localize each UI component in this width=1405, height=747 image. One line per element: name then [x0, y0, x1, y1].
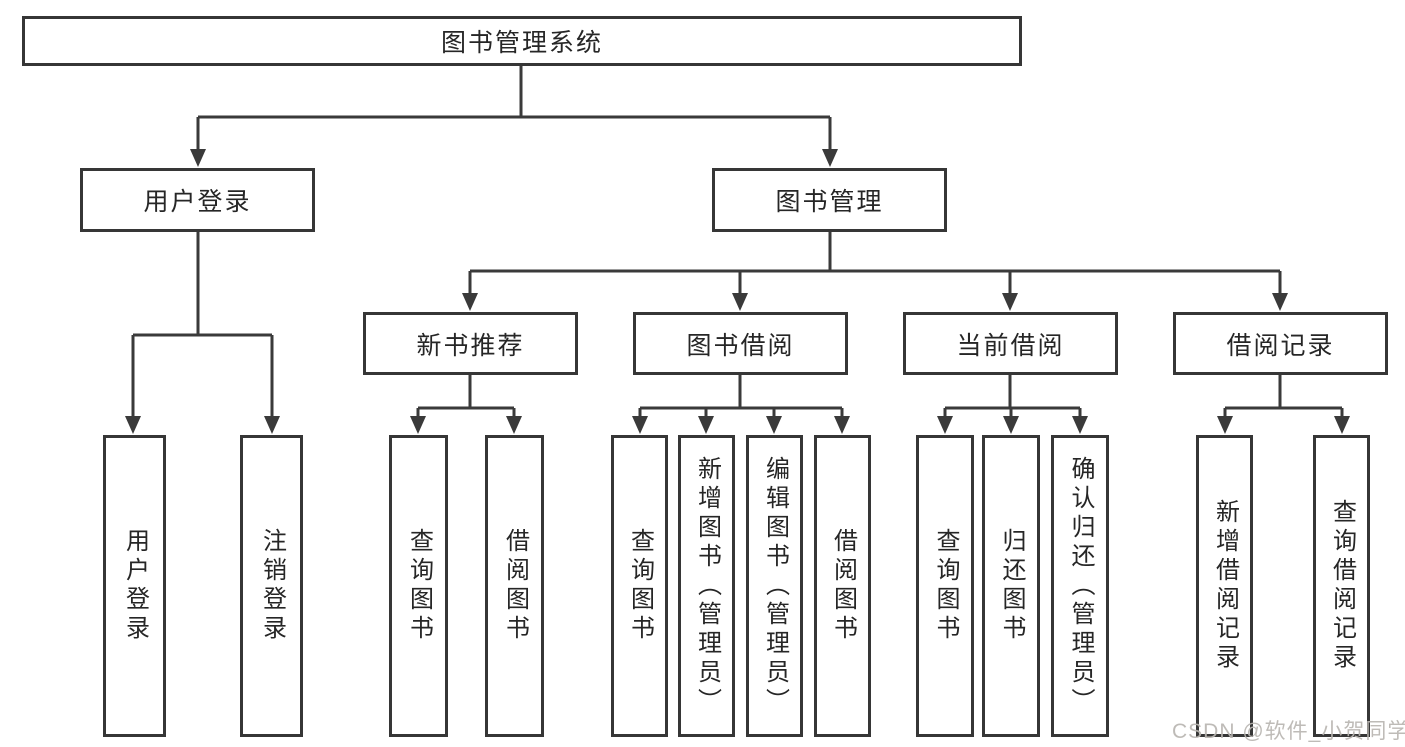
leaf-return-books: 归还图书 [982, 435, 1040, 737]
node-book-management: 图书管理 [712, 168, 947, 232]
leaf-user-login: 用户登录 [103, 435, 166, 737]
leaf-query-borrow-record: 查询借阅记录 [1313, 435, 1370, 737]
leaf-add-borrow-record: 新增借阅记录 [1196, 435, 1253, 737]
leaf-logout: 注销登录 [240, 435, 303, 737]
node-root: 图书管理系统 [22, 16, 1022, 66]
node-current-borrow: 当前借阅 [903, 312, 1118, 375]
node-borrow-record: 借阅记录 [1173, 312, 1388, 375]
leaf-edit-books-admin: 编辑图书（管理员） [746, 435, 803, 737]
csdn-watermark: CSDN @软件_小贺同学 [1172, 720, 1405, 743]
leaf-confirm-return-admin: 确认归还（管理员） [1051, 435, 1109, 737]
leaf-borrow-books-borrow: 借阅图书 [814, 435, 871, 737]
node-user-login: 用户登录 [80, 168, 315, 232]
leaf-query-books-borrow: 查询图书 [611, 435, 668, 737]
node-book-borrow: 图书借阅 [633, 312, 848, 375]
leaf-borrow-books-newrec: 借阅图书 [485, 435, 544, 737]
node-new-book-recommend: 新书推荐 [363, 312, 578, 375]
leaf-query-books-current: 查询图书 [916, 435, 974, 737]
leaf-query-books-newrec: 查询图书 [389, 435, 448, 737]
leaf-add-books-admin: 新增图书（管理员） [678, 435, 735, 737]
